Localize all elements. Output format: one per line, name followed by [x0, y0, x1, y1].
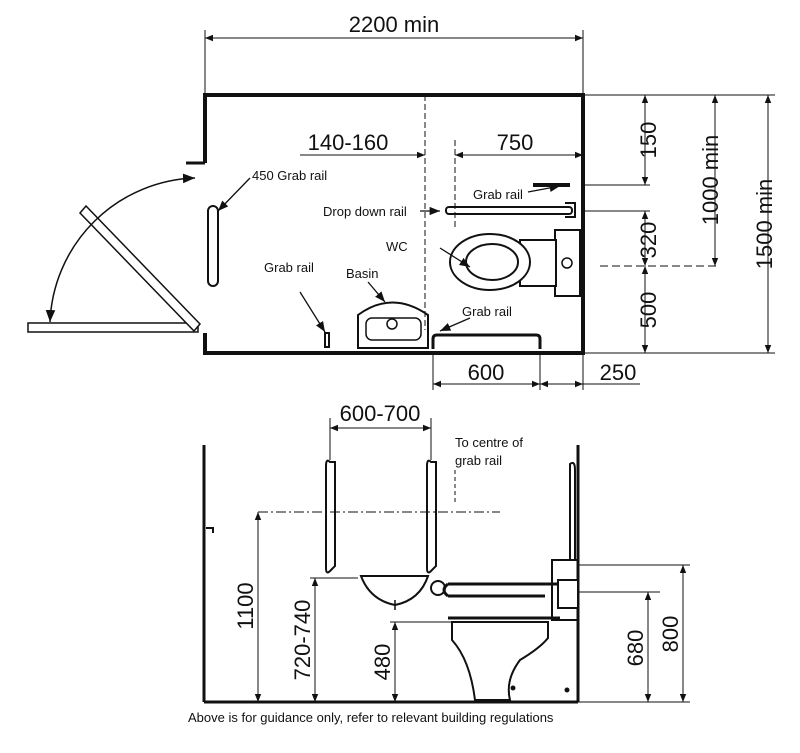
dim-1500-min: 1500 min — [752, 179, 777, 270]
basin-plan — [357, 281, 429, 349]
dim-room-width: 2200 min — [349, 12, 440, 37]
dim-600: 600 — [468, 360, 505, 385]
dim-250: 250 — [600, 360, 637, 385]
label-drop-down-rail: Drop down rail — [323, 204, 407, 219]
wc-plan — [439, 229, 581, 297]
dim-800: 800 — [658, 616, 683, 653]
dim-wc-centre: 750 — [497, 130, 534, 155]
dim-680: 680 — [623, 630, 648, 667]
label-grab-rail-top: Grab rail — [473, 187, 523, 202]
wall-grab-rail-right — [569, 461, 576, 561]
dim-wc-offset: 140-160 — [308, 130, 389, 155]
dim-rail-spacing: 600-700 — [340, 401, 421, 426]
plan-view — [27, 30, 775, 390]
label-grab-rail-bottom: Grab rail — [462, 304, 512, 319]
note-centre-line1: To centre of — [455, 435, 523, 450]
wc-elevation — [448, 616, 570, 701]
note-centre-line2: grab rail — [455, 453, 502, 468]
grab-rail-450 — [207, 205, 219, 287]
grab-rail-left — [324, 332, 330, 348]
dim-rail-height-150: 150 — [636, 122, 661, 159]
drop-down-rail — [445, 206, 573, 215]
label-basin: Basin — [346, 266, 379, 281]
dim-1000-min: 1000 min — [698, 135, 723, 226]
label-wc: WC — [386, 239, 408, 254]
label-grab-rail-left: Grab rail — [264, 260, 314, 275]
drop-down-rail-elevation — [442, 582, 560, 598]
dim-480: 480 — [370, 644, 395, 681]
dim-720-740: 720-740 — [290, 600, 315, 681]
vertical-grab-rail-right — [426, 459, 437, 574]
door — [27, 173, 202, 333]
dim-1100: 1100 — [233, 582, 258, 629]
footer-note: Above is for guidance only, refer to rel… — [188, 710, 554, 725]
label-450-grab-rail: 450 Grab rail — [252, 168, 327, 183]
elevation-view — [202, 418, 690, 704]
dim-320: 320 — [636, 222, 661, 259]
grab-rail-bottom — [431, 333, 542, 349]
room-wall — [203, 93, 585, 355]
vertical-grab-rail-left — [325, 459, 336, 574]
dim-500: 500 — [636, 292, 661, 329]
